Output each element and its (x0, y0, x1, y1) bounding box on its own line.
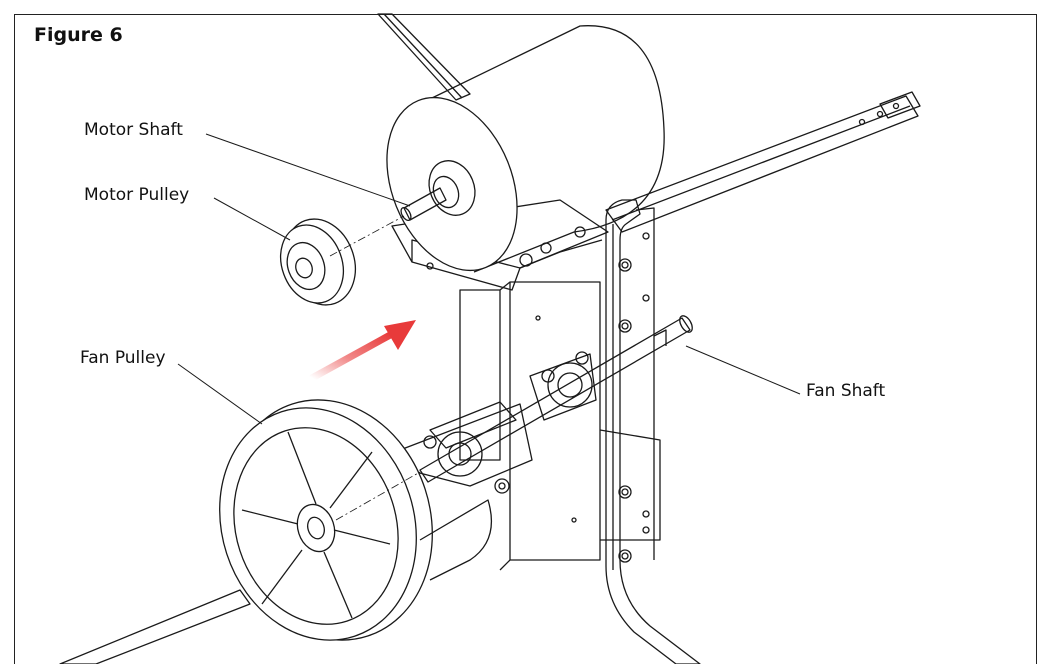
center-lines (329, 215, 421, 521)
fan-shaft-part (419, 315, 693, 483)
frame-post-vertical (605, 199, 701, 664)
motor-pulley-label: Motor Pulley (84, 185, 190, 205)
frame-rail-back (377, 13, 471, 101)
fan-shaft-bearing-rear (529, 351, 597, 421)
figure-title: Figure 6 (34, 24, 123, 46)
direction-arrow (308, 320, 416, 382)
fan-shaft-label: Fan Shaft (806, 381, 886, 401)
figure-frame (14, 14, 1037, 664)
center-support (459, 281, 661, 571)
motor-body (386, 25, 665, 273)
motor-shaft-label: Motor Shaft (84, 120, 183, 140)
motor-pulley-part (280, 218, 356, 306)
fan-pulley-part (219, 399, 433, 641)
frame-rail-lower (59, 499, 492, 664)
leader-lines (177, 133, 801, 425)
frame-arm-right (605, 91, 921, 233)
motor-shaft-part (400, 187, 447, 222)
fan-pulley-label: Fan Pulley (80, 348, 166, 368)
